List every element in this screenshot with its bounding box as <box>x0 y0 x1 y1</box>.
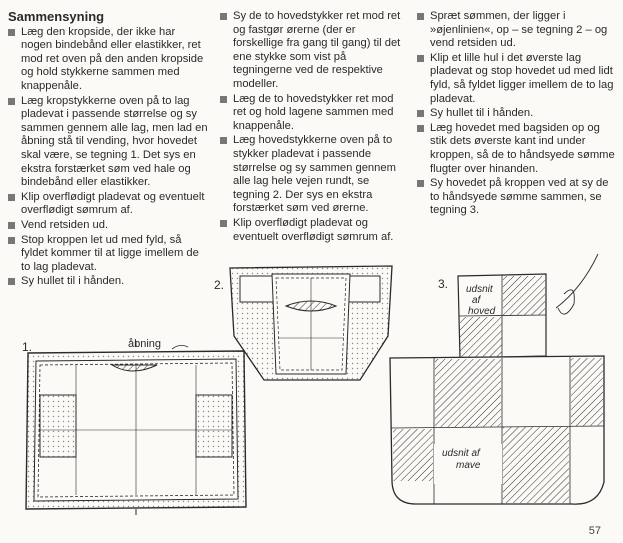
figure-2-head-drawing <box>229 265 393 381</box>
bullet-icon <box>8 97 15 105</box>
figure-2-label: 2. <box>214 278 225 292</box>
instruction-item: Læg kropstykkerne oven på to lag pladeva… <box>8 95 208 190</box>
bullet-icon <box>417 110 424 118</box>
instruction-item: Klip et lille hul i det øverste lag plad… <box>417 52 617 106</box>
instruction-item: Vend retsiden ud. <box>8 219 208 233</box>
opening-label: åbning <box>128 338 161 350</box>
instruction-item: Sy hovedet på kroppen ved at sy de to hå… <box>417 177 617 218</box>
bullet-icon <box>8 221 15 229</box>
belly-cutout-label-1: udsnit af <box>442 448 481 459</box>
instruction-item: Læg hovedstykkerne oven på to stykker pl… <box>220 134 406 216</box>
bullet-icon <box>8 193 15 201</box>
instruction-item: Stop kroppen let ud med fyld, så fyldet … <box>8 234 208 275</box>
figure-1-body-drawing: åbning <box>25 338 247 515</box>
text-column-1: Sammensyning Læg den kropside, der ikke … <box>8 10 208 290</box>
figure-3-assembly-drawing: udsnit af hoved udsnit af mave <box>389 253 605 505</box>
bullet-icon <box>220 219 227 227</box>
instruction-item: Klip overflødigt pladevat og eventuelt o… <box>8 191 208 218</box>
bullet-icon <box>220 95 227 103</box>
instruction-item: Læg den kropside, der ikke har nogen bin… <box>8 26 208 94</box>
belly-cutout-label-2: mave <box>456 460 481 471</box>
instruction-item: Læg hovedet med bagsiden op og stik dets… <box>417 122 617 176</box>
instruction-item: Sy de to hovedstykker ret mod ret og fas… <box>220 10 406 92</box>
instruction-item: Sy hullet til i hånden. <box>8 275 208 289</box>
bullet-icon <box>220 137 227 145</box>
instruction-item: Læg de to hovedstykker ret mod ret og ho… <box>220 93 406 134</box>
bullet-icon <box>417 13 424 20</box>
instruction-item: Klip overflødigt pladevat og eventuelt o… <box>220 217 406 244</box>
bullet-icon <box>8 278 15 286</box>
bullet-icon <box>220 13 227 20</box>
text-column-3: Spræt sømmen, der ligger i »øjenlinien«,… <box>417 10 617 219</box>
bullet-icon <box>417 180 424 188</box>
bullet-icon <box>8 236 15 244</box>
page-number: 57 <box>588 525 601 537</box>
instruction-item: Spræt sømmen, der ligger i »øjenlinien«,… <box>417 10 617 51</box>
instruction-item: Sy hullet til i hånden. <box>417 107 617 121</box>
text-column-2: Sy de to hovedstykker ret mod ret og fas… <box>220 10 406 245</box>
head-cutout-label-1: udsnit <box>466 284 494 295</box>
figure-3-label: 3. <box>438 277 449 291</box>
head-cutout-label-3: hoved <box>468 306 496 317</box>
section-heading: Sammensyning <box>8 9 105 24</box>
head-cutout-label-2: af <box>472 295 482 306</box>
bullet-icon <box>417 54 424 62</box>
bullet-icon <box>8 28 15 36</box>
figure-1-label: 1. <box>22 340 33 354</box>
bullet-icon <box>417 124 424 132</box>
